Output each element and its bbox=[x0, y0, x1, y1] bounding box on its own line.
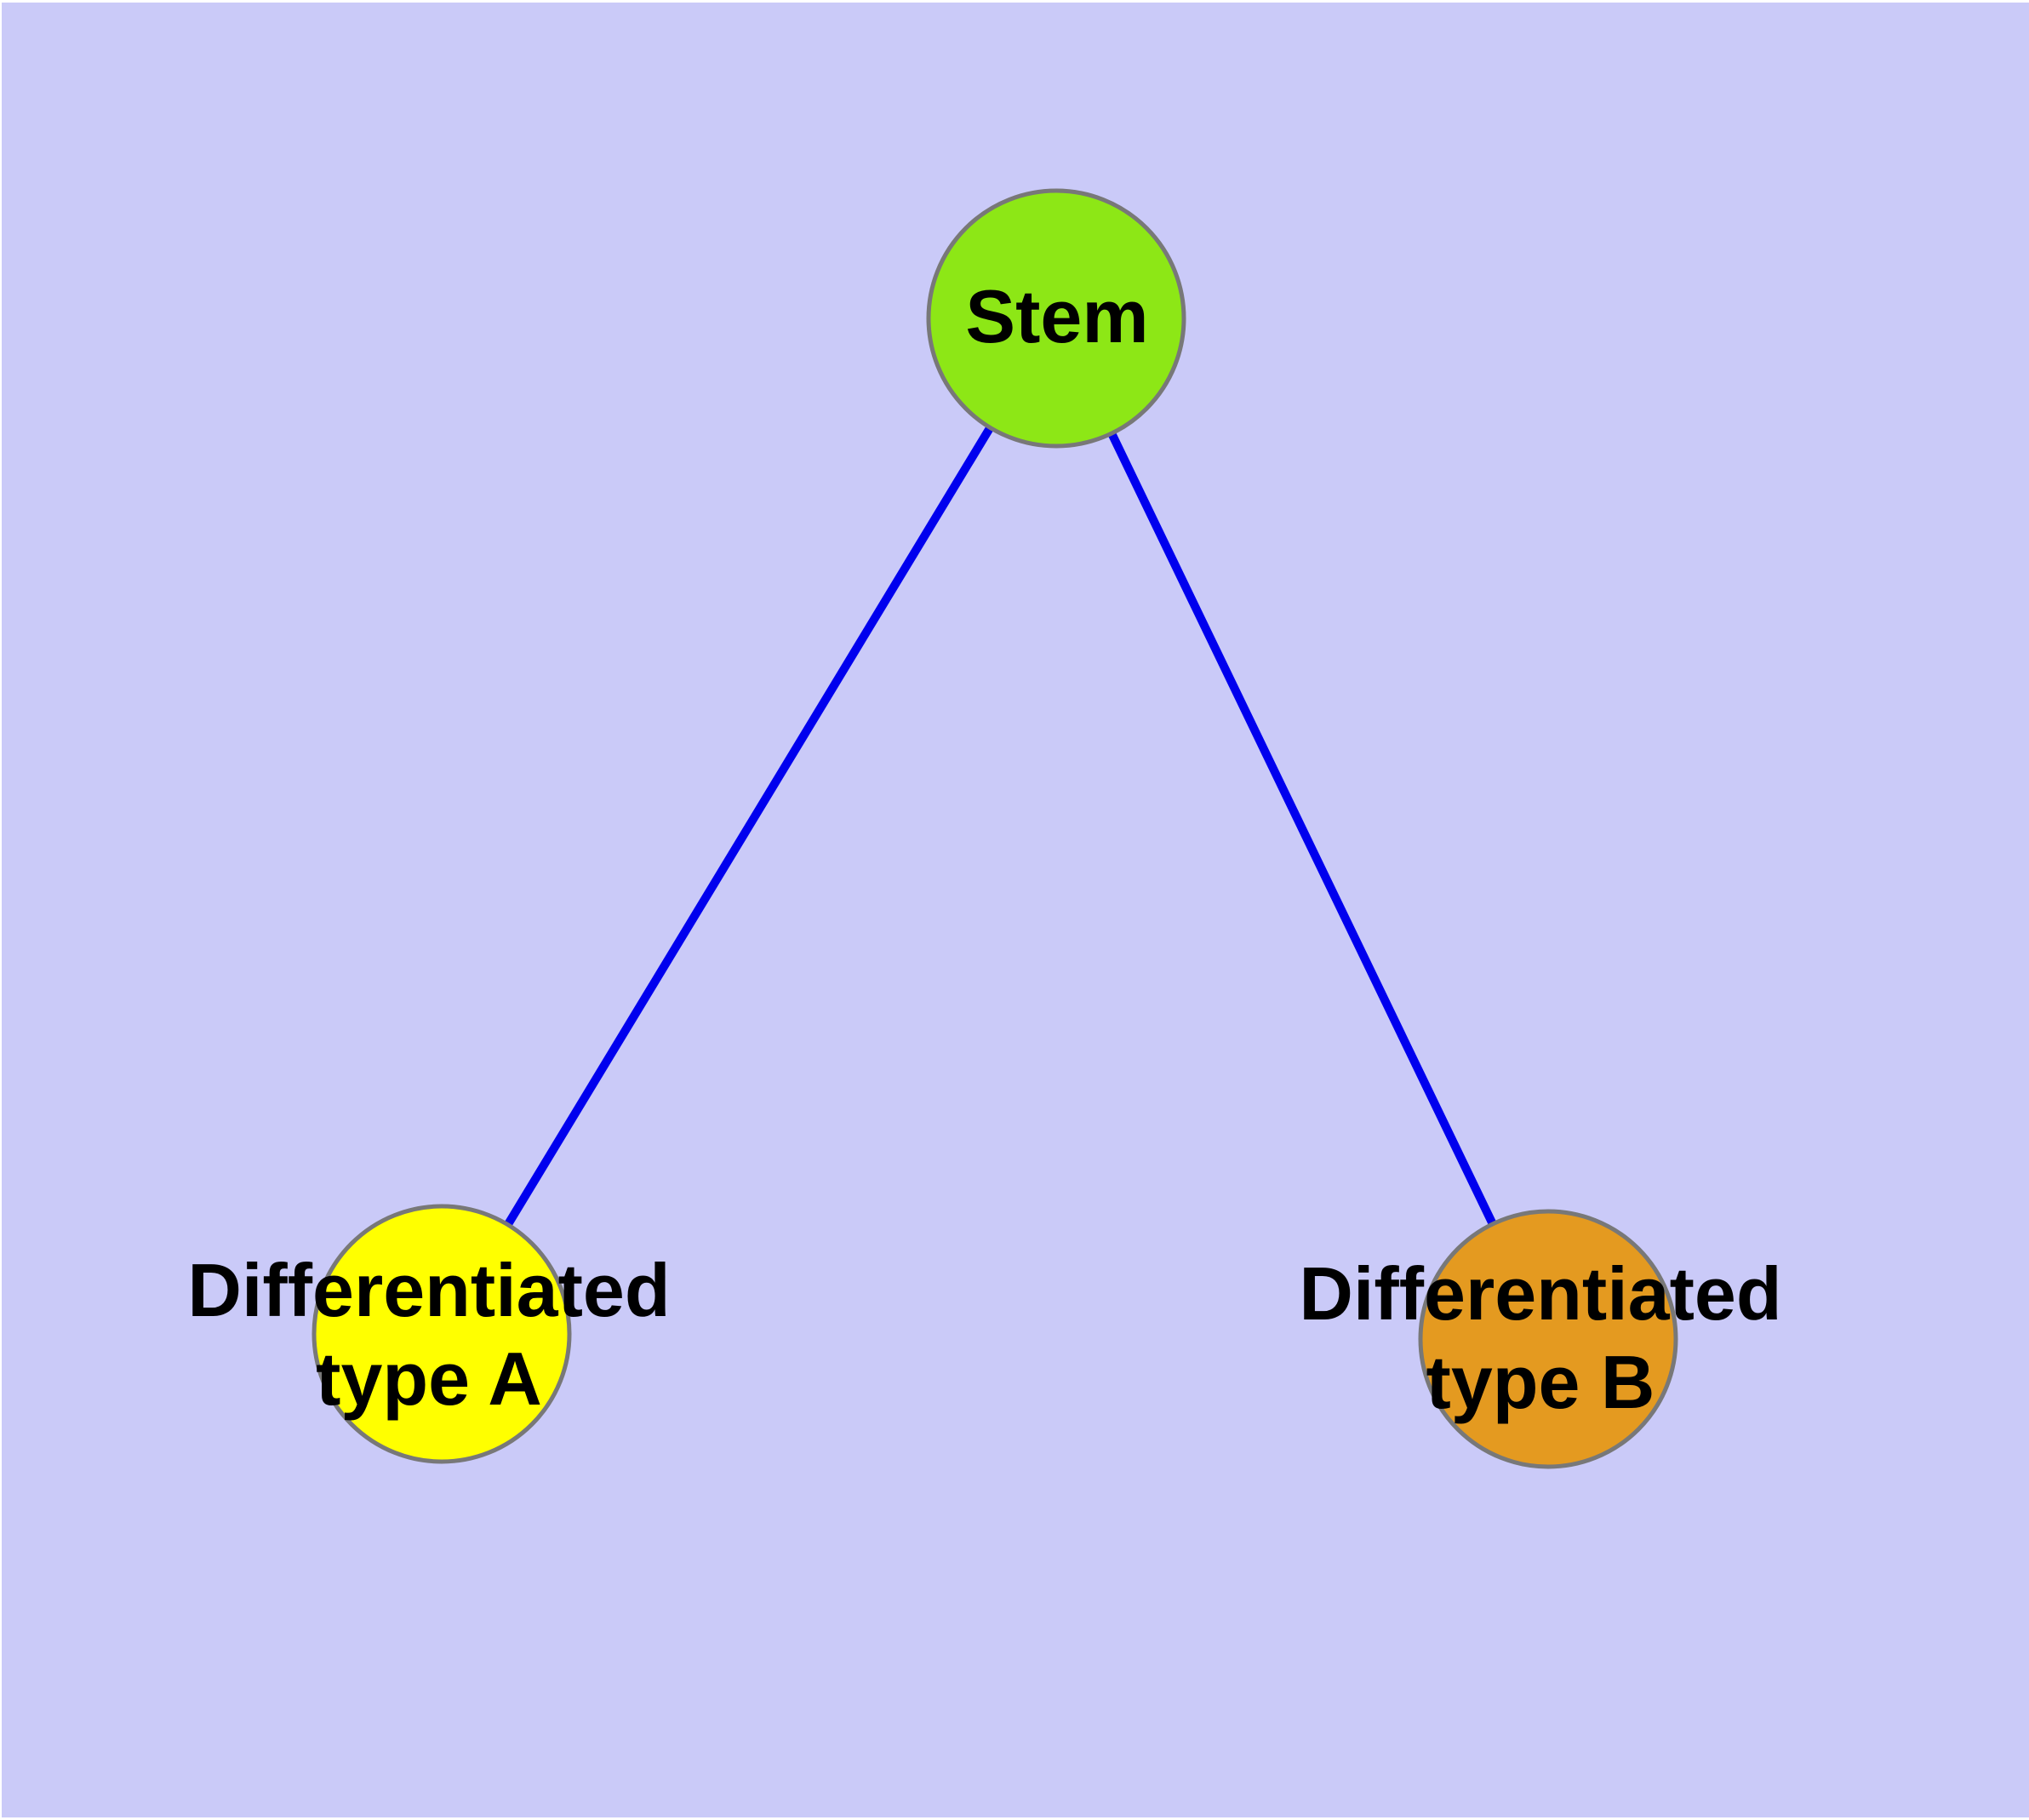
graph-svg bbox=[311, 188, 1678, 1469]
node-differentiated-type-a bbox=[311, 1204, 572, 1464]
edge-stem-to-type-b bbox=[1052, 316, 1552, 1342]
node-differentiated-type-a-label: Differentiated type A bbox=[187, 1248, 671, 1421]
node-differentiated-type-b bbox=[1418, 1209, 1678, 1469]
node-stem-label: Stem bbox=[965, 274, 1149, 359]
node-stem bbox=[926, 188, 1186, 449]
graph-canvas: Stem Differentiated type A Differentiate… bbox=[2, 3, 2029, 1817]
edge-stem-to-type-a bbox=[437, 316, 1060, 1336]
node-differentiated-type-b-label: Differentiated type B bbox=[1299, 1251, 1782, 1424]
